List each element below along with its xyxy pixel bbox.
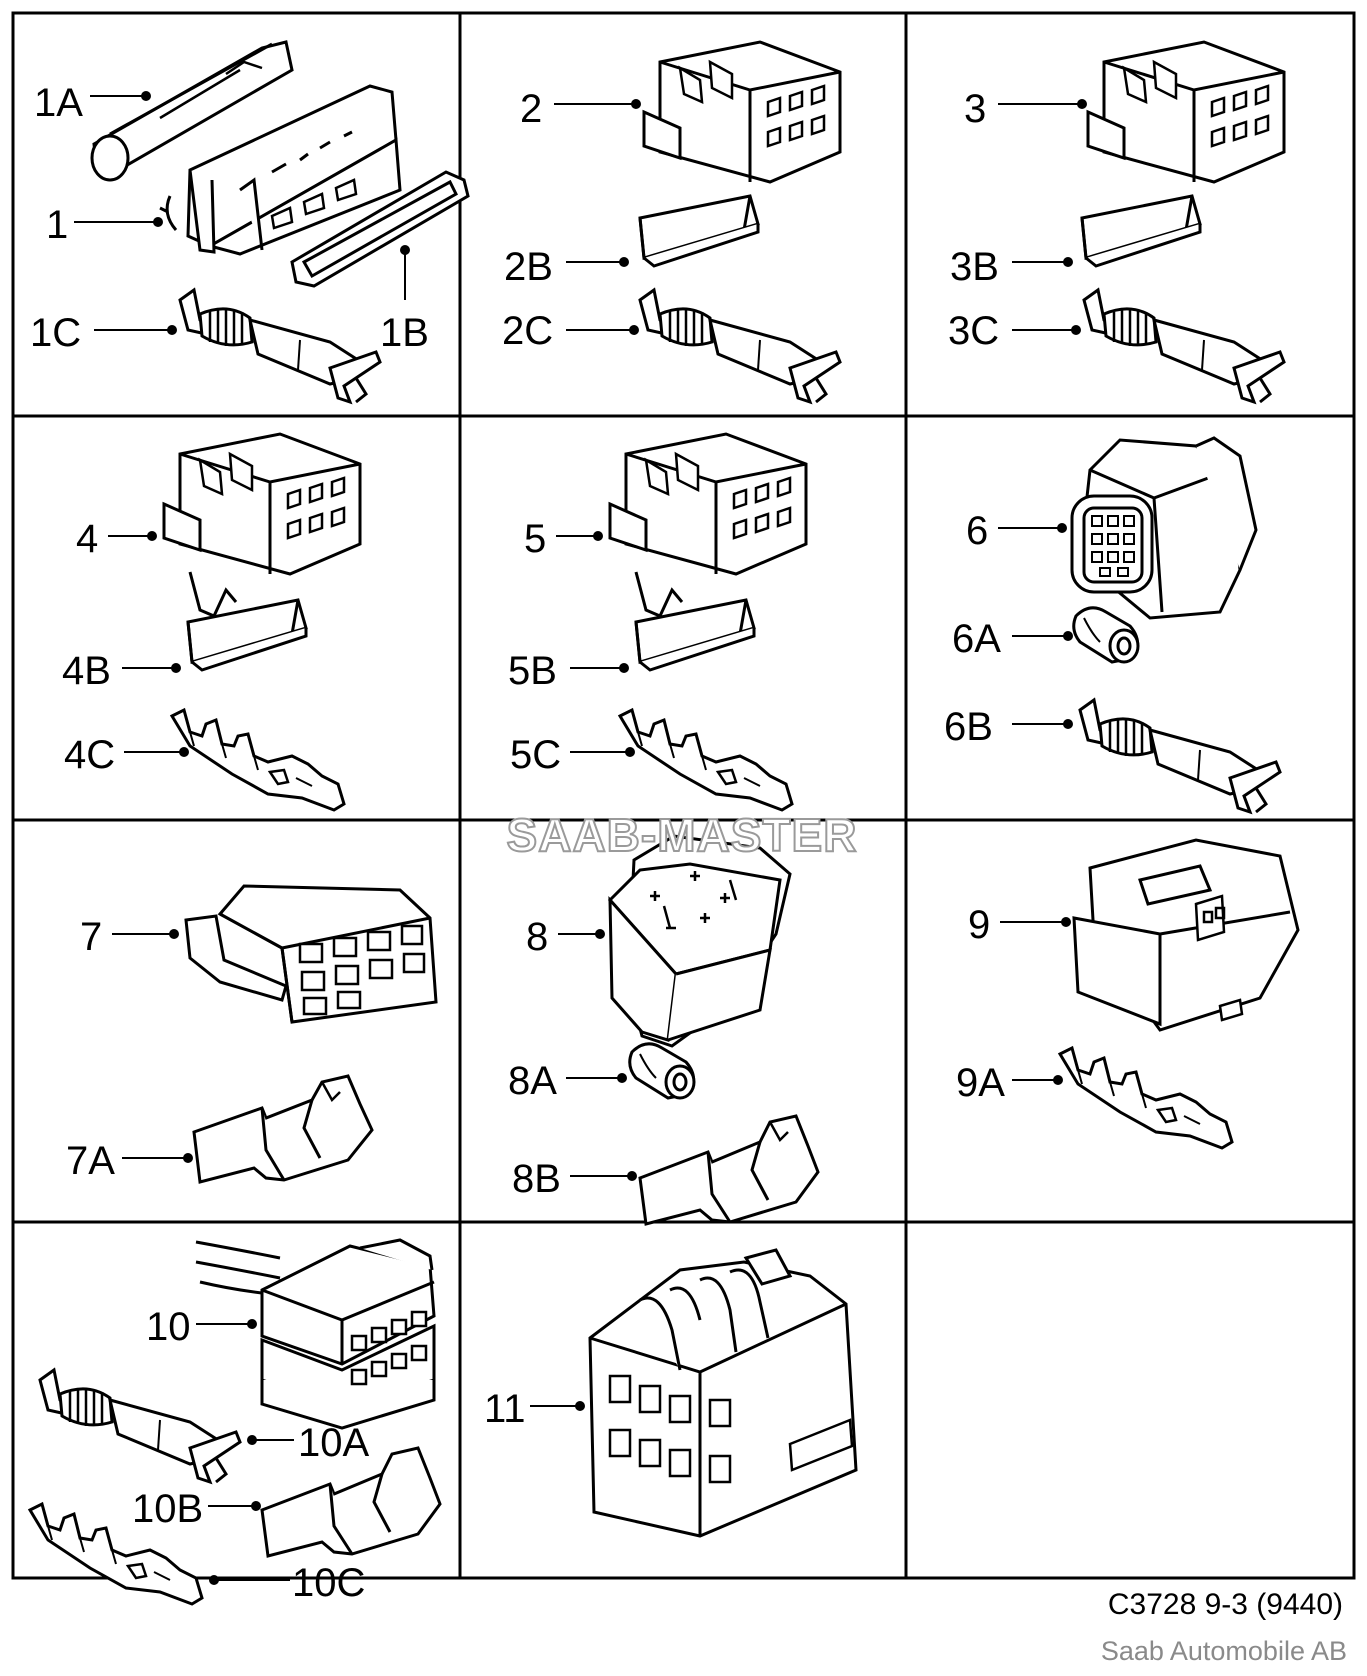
grid-frame <box>11 11 1356 1580</box>
part-7-housing <box>184 884 438 1024</box>
figure-code: C3728 9-3 (9440) <box>1107 1588 1343 1621</box>
part-8B-terminal <box>638 1114 820 1226</box>
label-3B: 3B <box>950 245 999 289</box>
part-10B-terminal <box>260 1446 442 1558</box>
part-5C-terminal <box>618 708 794 812</box>
part-9A-terminal <box>1058 1046 1234 1150</box>
label-6B: 6B <box>944 705 993 749</box>
label-3C: 3C <box>948 309 999 353</box>
part-1C-terminal <box>178 288 382 404</box>
watermark-text: SAAB-MASTER <box>506 808 858 862</box>
part-11-housing <box>588 1248 858 1538</box>
part-9-housing <box>1072 838 1300 1032</box>
part-4C-terminal <box>170 708 346 812</box>
part-8A-seal <box>628 1042 696 1100</box>
label-10: 10 <box>146 1305 191 1349</box>
label-4B: 4B <box>62 649 111 693</box>
part-10-housing <box>195 1238 436 1430</box>
part-2C-terminal <box>638 288 842 404</box>
part-5-latch <box>634 571 684 618</box>
part-4-latch <box>188 571 238 618</box>
label-5: 5 <box>524 517 546 561</box>
part-labels: 1A 1 1C 1B 2 2B 2C 3 3B 3C 4 4B 4C 5 5B … <box>30 81 1005 1605</box>
label-2B: 2B <box>504 245 553 289</box>
label-10B: 10B <box>132 1487 203 1531</box>
label-1B: 1B <box>380 311 429 355</box>
part-8-housing <box>607 834 792 1048</box>
label-1: 1 <box>46 203 68 247</box>
part-3-housing <box>1086 40 1286 184</box>
part-1-housing <box>159 84 402 256</box>
label-9: 9 <box>968 903 990 947</box>
label-7: 7 <box>80 915 102 959</box>
label-9A: 9A <box>956 1061 1005 1105</box>
part-1B-gasket <box>290 170 470 288</box>
label-10A: 10A <box>298 1421 369 1465</box>
label-6A: 6A <box>952 617 1001 661</box>
label-8B: 8B <box>512 1157 561 1201</box>
label-10C: 10C <box>292 1561 365 1605</box>
label-7A: 7A <box>66 1139 115 1183</box>
label-3: 3 <box>964 87 986 131</box>
label-1C: 1C <box>30 311 81 355</box>
part-1A-cover <box>90 40 294 182</box>
part-3B-wedge <box>1080 194 1202 268</box>
label-4: 4 <box>76 517 98 561</box>
part-6A-seal <box>1072 606 1140 664</box>
part-6-housing <box>1070 436 1258 620</box>
label-5C: 5C <box>510 733 561 777</box>
label-2: 2 <box>520 87 542 131</box>
part-3C-terminal <box>1082 288 1286 404</box>
label-6: 6 <box>966 509 988 553</box>
part-7A-terminal <box>192 1074 374 1184</box>
label-11: 11 <box>484 1387 526 1431</box>
label-8A: 8A <box>508 1059 557 1103</box>
label-1A: 1A <box>34 81 83 125</box>
part-5-housing <box>608 432 808 576</box>
part-2-housing <box>642 40 842 184</box>
label-5B: 5B <box>508 649 557 693</box>
leader-lines <box>74 91 1087 1585</box>
label-4C: 4C <box>64 733 115 777</box>
part-2B-wedge <box>638 194 760 268</box>
label-8: 8 <box>526 915 548 959</box>
part-4-housing <box>162 432 362 576</box>
copyright-notice: Saab Automobile AB <box>1100 1636 1347 1666</box>
part-6B-terminal <box>1078 698 1282 814</box>
part-10A-terminal <box>38 1368 242 1484</box>
label-2C: 2C <box>502 309 553 353</box>
